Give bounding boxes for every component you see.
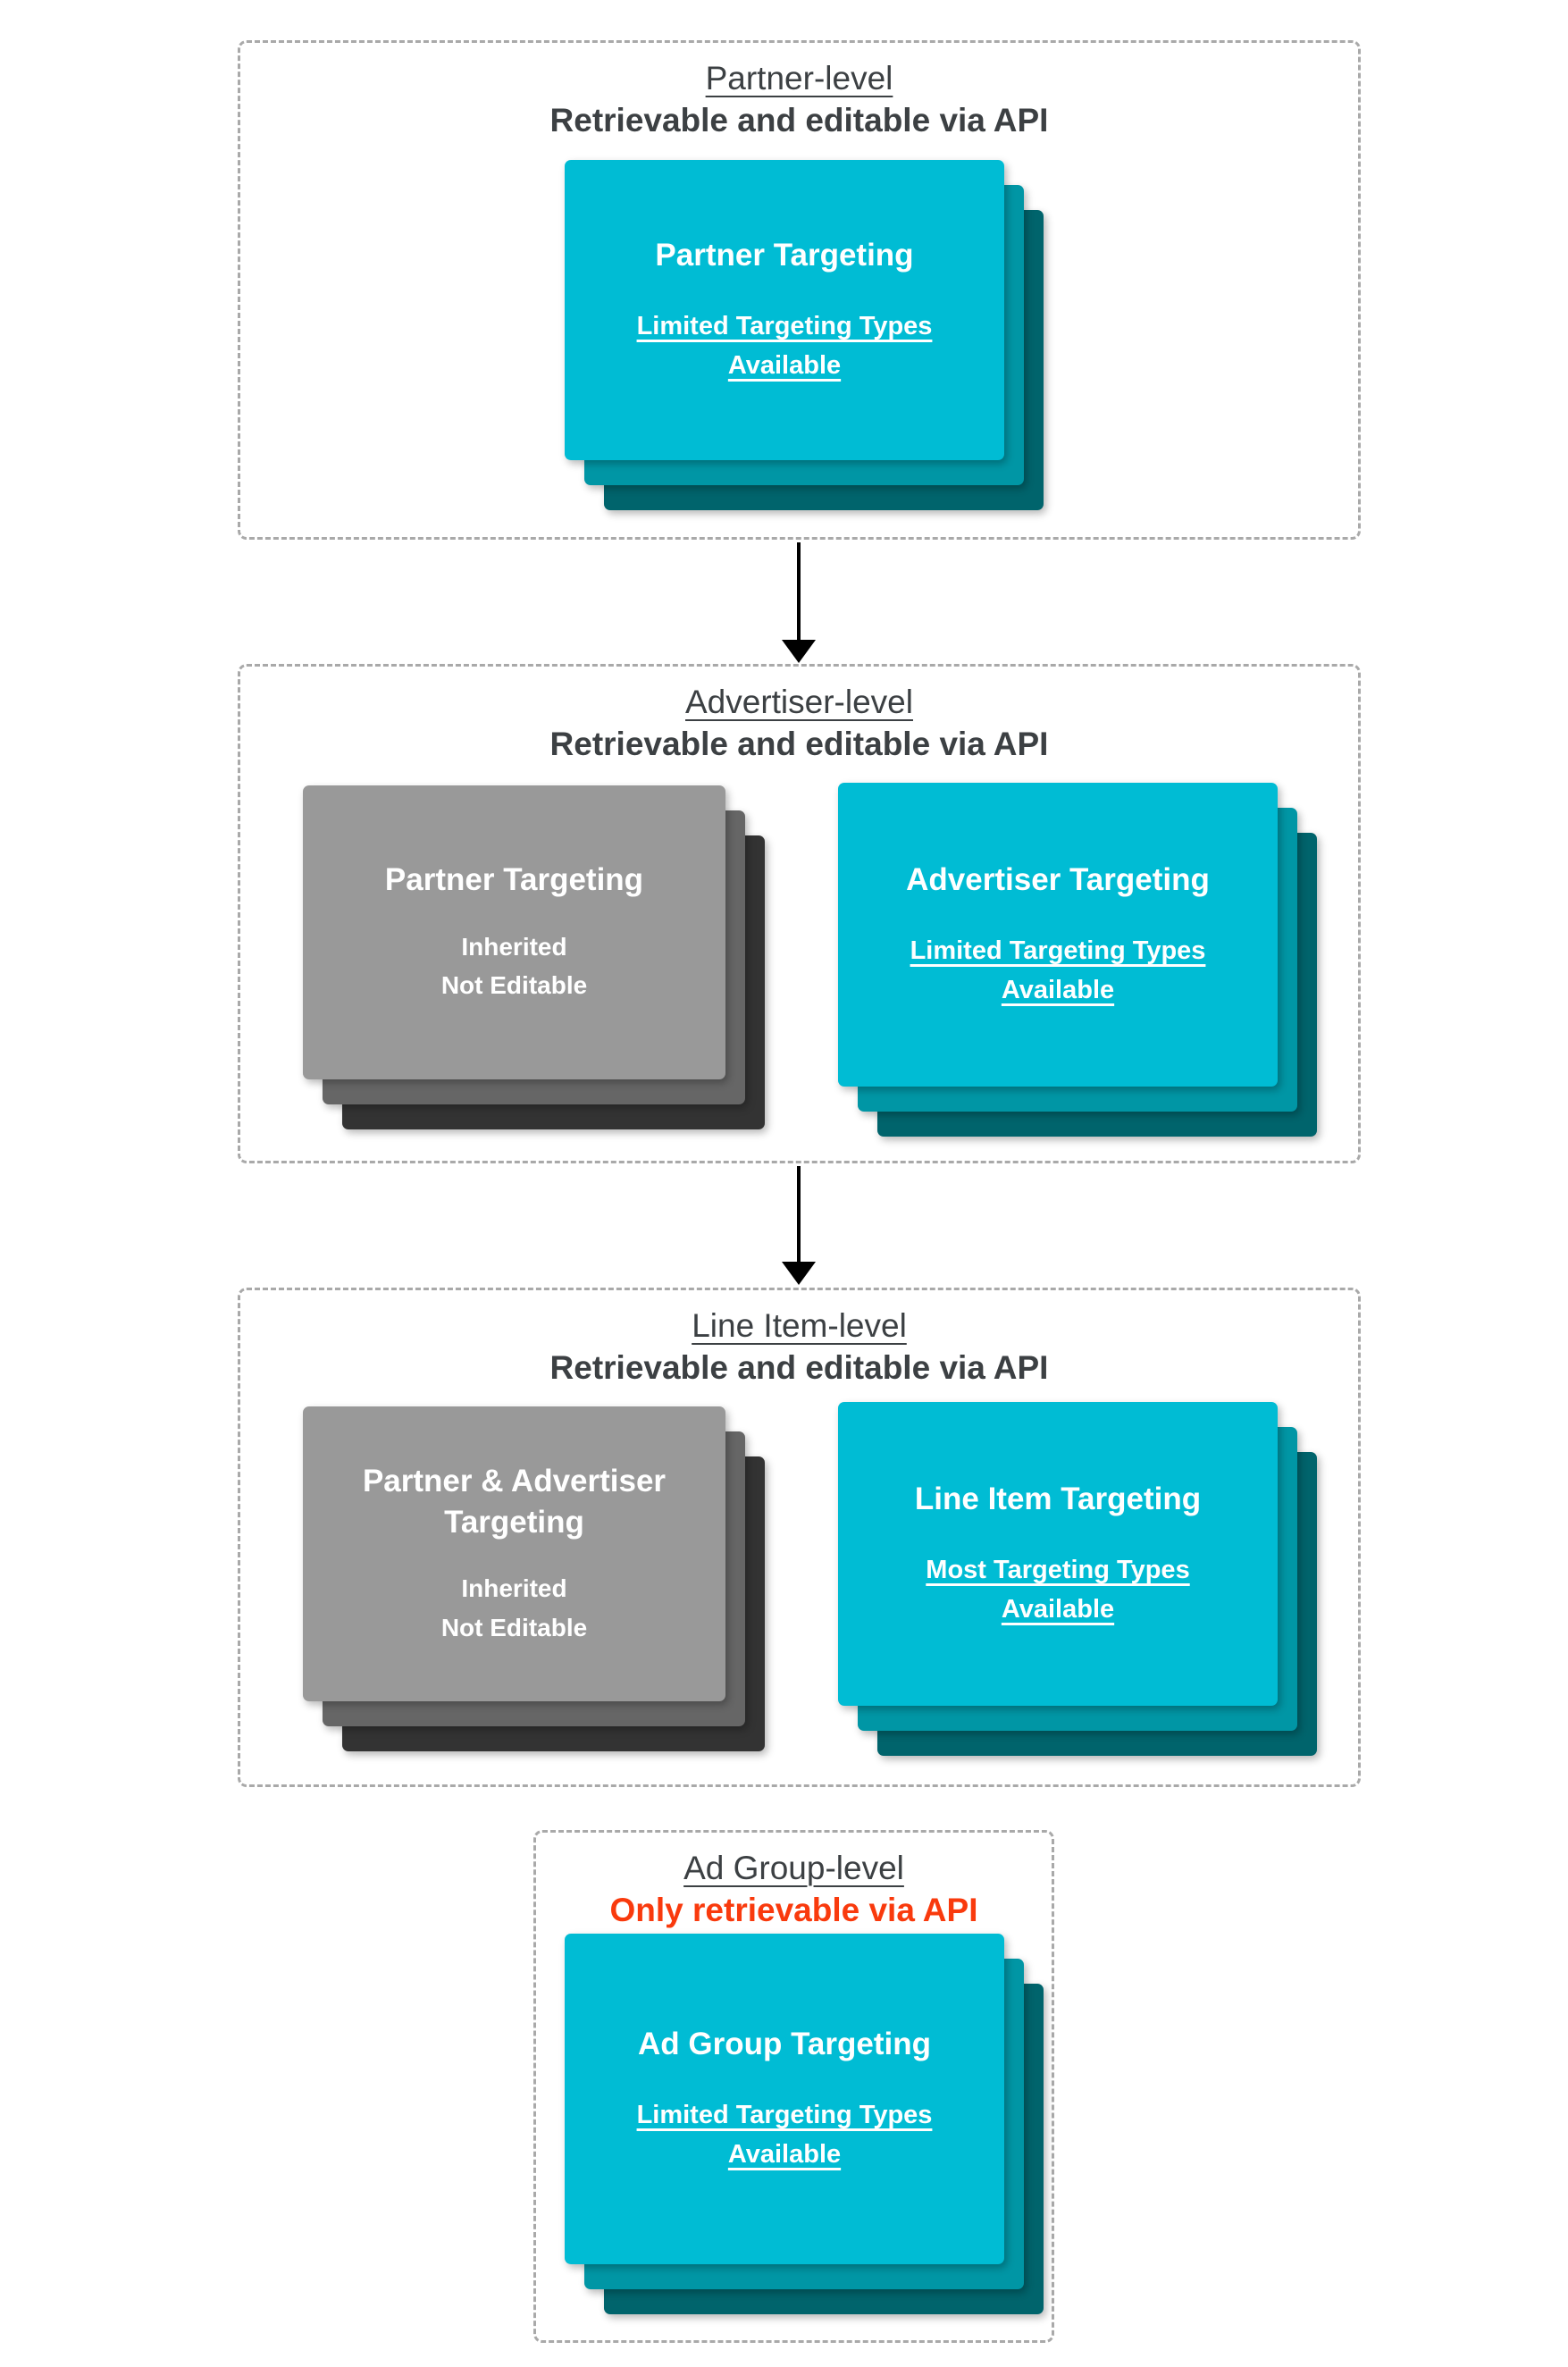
level-header-advertiser: Advertiser-level Retrievable and editabl… [240, 681, 1358, 766]
card-ad-group-targeting: Ad Group Targeting Limited Targeting Typ… [565, 1934, 1044, 2314]
card-subtitle: Most Targeting Types Available [926, 1556, 1190, 1624]
arrow-line [797, 542, 801, 640]
level-header-ad-group: Ad Group-level Only retrievable via API [536, 1847, 1052, 1932]
card-advertiser-targeting: Advertiser Targeting Limited Targeting T… [838, 783, 1317, 1137]
card-face: Ad Group Targeting Limited Targeting Typ… [565, 1934, 1004, 2264]
card-status-lines: Inherited Not Editable [441, 927, 587, 1005]
card-line-item-targeting: Line Item Targeting Most Targeting Types… [838, 1402, 1317, 1756]
arrow-head [782, 1262, 816, 1285]
level-api-note-partner: Retrievable and editable via API [549, 102, 1049, 139]
arrow-line [797, 1166, 801, 1262]
card-face: Partner Targeting Inherited Not Editable [303, 785, 725, 1079]
card-subtitle: Limited Targeting Types Available [636, 2101, 933, 2169]
card-status-line: Not Editable [440, 1613, 588, 1641]
flow-arrow-down-2 [781, 1166, 817, 1285]
level-box-advertiser: Advertiser-level Retrievable and editabl… [238, 664, 1361, 1163]
card-title: Line Item Targeting [914, 1481, 1202, 1516]
card-title: Ad Group Targeting [638, 2026, 931, 2061]
level-title-advertiser: Advertiser-level [685, 684, 913, 720]
card-face: Line Item Targeting Most Targeting Types… [838, 1402, 1278, 1706]
level-api-note-line-item: Retrievable and editable via API [549, 1349, 1049, 1387]
level-header-partner: Partner-level Retrievable and editable v… [240, 57, 1358, 142]
level-header-line-item: Line Item-level Retrievable and editable… [240, 1305, 1358, 1389]
arrow-head [782, 640, 816, 663]
level-api-note-advertiser: Retrievable and editable via API [549, 726, 1049, 763]
level-box-line-item: Line Item-level Retrievable and editable… [238, 1288, 1361, 1787]
card-title: Advertiser Targeting [906, 861, 1210, 897]
level-title-partner: Partner-level [705, 60, 893, 97]
card-title: Partner & Advertiser Targeting [362, 1464, 667, 1540]
card-title: Partner Targeting [655, 237, 914, 273]
level-title-ad-group: Ad Group-level [683, 1850, 904, 1886]
card-face: Partner & Advertiser Targeting Inherited… [303, 1406, 725, 1701]
card-subtitle: Limited Targeting Types Available [910, 936, 1206, 1004]
card-status-lines: Inherited Not Editable [441, 1569, 587, 1647]
card-face: Advertiser Targeting Limited Targeting T… [838, 783, 1278, 1087]
level-box-ad-group: Ad Group-level Only retrievable via API … [533, 1830, 1054, 2343]
flow-arrow-down-1 [781, 542, 817, 663]
card-status-line: Not Editable [440, 971, 588, 1000]
card-status-line: Inherited [461, 932, 567, 961]
level-title-line-item: Line Item-level [692, 1307, 907, 1344]
level-box-partner: Partner-level Retrievable and editable v… [238, 40, 1361, 540]
card-inherited-partner-targeting: Partner Targeting Inherited Not Editable [303, 785, 765, 1129]
card-status-line: Inherited [461, 1574, 567, 1603]
card-subtitle: Limited Targeting Types Available [636, 312, 933, 380]
card-face: Partner Targeting Limited Targeting Type… [565, 160, 1004, 460]
card-inherited-partner-advertiser-targeting: Partner & Advertiser Targeting Inherited… [303, 1406, 765, 1751]
card-partner-targeting: Partner Targeting Limited Targeting Type… [565, 160, 1044, 510]
level-api-note-ad-group: Only retrievable via API [609, 1892, 978, 1929]
card-title: Partner Targeting [384, 862, 644, 898]
